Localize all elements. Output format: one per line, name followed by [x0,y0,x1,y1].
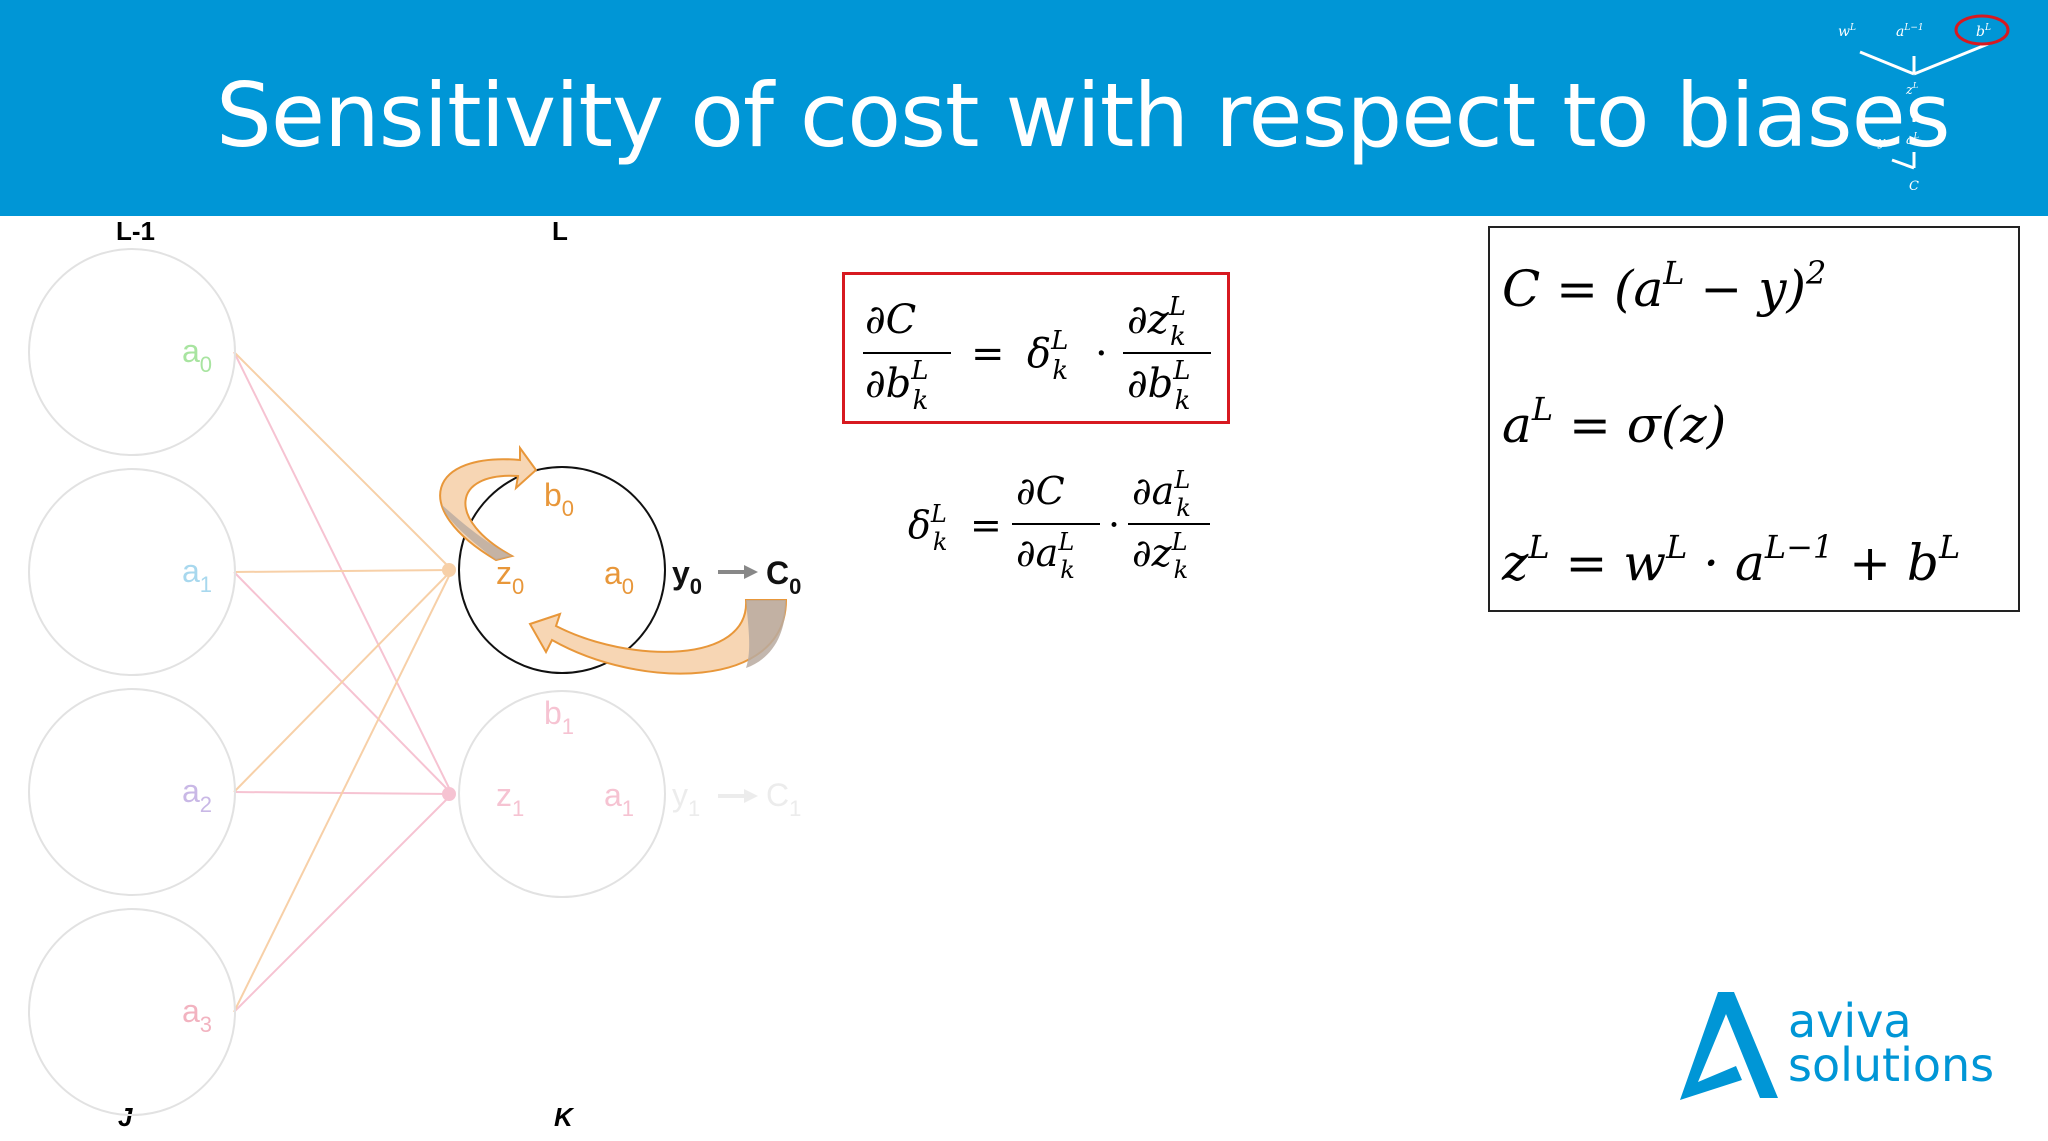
prev-neuron-2 [28,688,236,896]
bias-grad-dot: · [1095,331,1108,377]
neuron-0-c-label: C0 [766,555,801,599]
neuron-0-output-arrow [718,565,758,579]
tree-a-label: aL [1906,131,1919,148]
neuron-0-input-dot [442,563,456,577]
neuron-1-z-label: z1 [496,777,524,821]
neuron-0-y-label: y0 [672,555,702,599]
neuron-1-output-arrow [718,789,758,803]
neuron-1-a-label: a1 [604,777,634,821]
bias-grad-num1: ∂C [865,297,916,343]
neuron-0-a-label: a0 [604,555,634,599]
delta-def-dot: · [1108,503,1120,547]
prev-neuron-2-label: a2 [182,773,212,817]
prev-neuron-3-label: a3 [182,993,212,1037]
prev-neuron-0-label: a0 [182,333,212,377]
neuron-1-y-label: y1 [672,777,700,821]
cost-equation: C = (aL − y)2 [1502,254,1826,318]
logo-line-2: solutions [1788,1038,1995,1092]
weighted-sum-equation: zL = wL · aL−1 + bL [1501,528,1960,592]
activation-equation: aL = σ(z) [1502,390,1726,454]
connections-to-neuron-0 [233,351,453,1013]
aviva-logo-icon [1680,992,1778,1100]
delta-def-num1: ∂C [1016,469,1065,513]
delta-def-equals: = [970,503,1002,547]
aviva-solutions-logo: aviva solutions [1678,990,1994,1104]
neuron-1 [458,690,666,898]
slide-title: Sensitivity of cost with respect to bias… [216,64,1951,167]
neuron-0 [458,466,666,674]
neuron-1-bias-label: b1 [544,695,574,739]
neuron-0-z-label: z0 [496,555,524,599]
layer-prev-label: L-1 [116,216,155,246]
tree-a-prev-label: aL−1 [1896,23,1924,40]
tree-b-label: bL [1976,23,1991,40]
slide-header: Sensitivity of cost with respect to bias… [0,0,2048,216]
logo-line-1: aviva [1788,994,1912,1048]
tree-y-label: y [1877,135,1886,150]
tree-c-label: C [1909,179,1919,194]
definitions-equations: C = (aL − y)2 aL = σ(z) zL = wL · aL−1 +… [1501,254,1960,592]
layer-cur-label: L [552,216,568,246]
bias-flow-arrow-top [439,444,538,562]
index-cur-label: K [554,1102,575,1132]
neuron-1-c-label: C1 [766,777,801,821]
bias-grad-equals: = [971,331,1005,377]
tree-edges [1859,42,1989,170]
prev-neuron-0 [28,248,236,456]
dependency-tree-diagram: wL aL−1 bL zL y aL C [1838,14,2010,194]
definitions-box: C = (aL − y)2 aL = σ(z) zL = wL · aL−1 +… [1488,226,2020,612]
neuron-1-input-dot [442,787,456,801]
prev-neuron-1-label: a1 [182,553,212,597]
tree-b-highlight [1954,14,2010,46]
index-prev-label: J [118,1102,133,1132]
prev-neuron-3 [28,908,236,1116]
neural-network-diagram: L-1 L J K a0 a1 a2 a3 b1 z1 a1 y1 C1 [28,216,801,1132]
backprop-flow-arrow-bottom [528,599,788,675]
connections-to-neuron-1 [233,351,453,1013]
neuron-0-bias-label: b0 [544,477,574,521]
tree-z-label: zL [1905,81,1918,98]
tree-w-label: wL [1838,23,1856,40]
prev-neuron-1 [28,468,236,676]
